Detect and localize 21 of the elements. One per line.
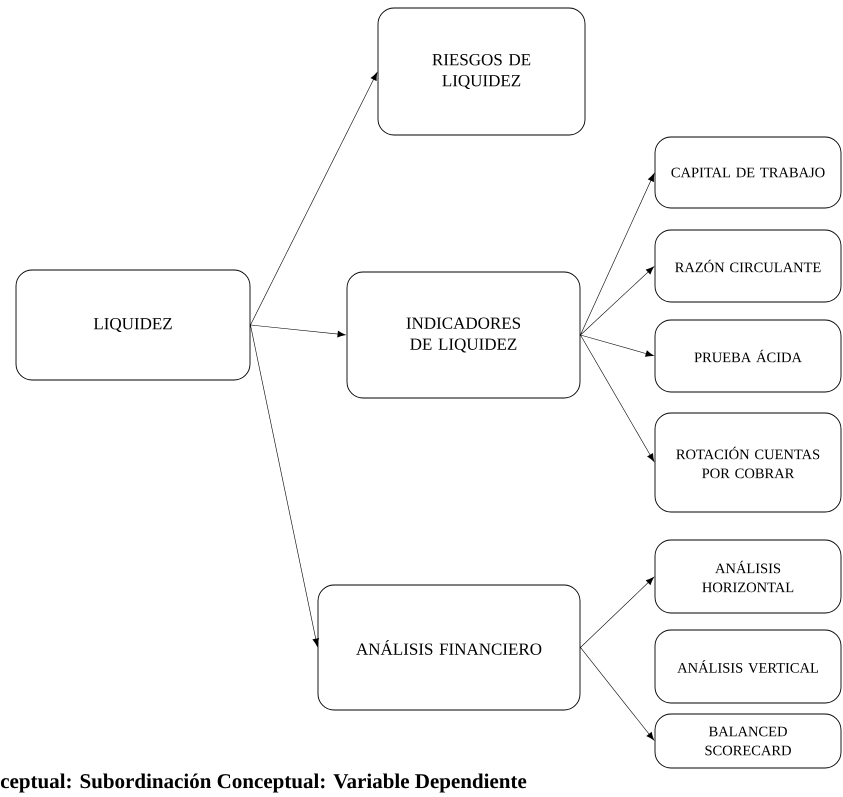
concept-box: INDICADORES DE LIQUIDEZ (346, 272, 580, 398)
concept-box: BALANCED SCORECARD (654, 714, 842, 768)
arrow (250, 324, 346, 338)
caption: ceptual: Subordinación Conceptual: Variable Dependiente (0, 773, 526, 793)
arrow (250, 324, 319, 647)
arrow (580, 266, 654, 336)
arrow (580, 577, 654, 648)
concept-box: PRUEBA ÁCIDA (654, 320, 842, 392)
arrow (580, 334, 654, 357)
concept-box: RIESGOS DE LIQUIDEZ (378, 8, 586, 136)
concept-box: ROTACIÓN CUENTAS POR COBRAR (654, 412, 842, 512)
concept-box: ANÁLISIS FINANCIERO (318, 584, 580, 710)
concept-box: CAPITAL DE TRABAJO (654, 136, 842, 208)
arrow (580, 647, 654, 740)
arrow (580, 173, 654, 336)
concept-box: ANÁLISIS VERTICAL (654, 630, 842, 704)
arrow (580, 334, 654, 462)
concept-box: LIQUIDEZ (16, 270, 250, 380)
concept-box: ANÁLISIS HORIZONTAL (654, 540, 842, 614)
arrow (250, 72, 378, 326)
concept-box: RAZÓN CIRCULANTE (654, 230, 842, 302)
